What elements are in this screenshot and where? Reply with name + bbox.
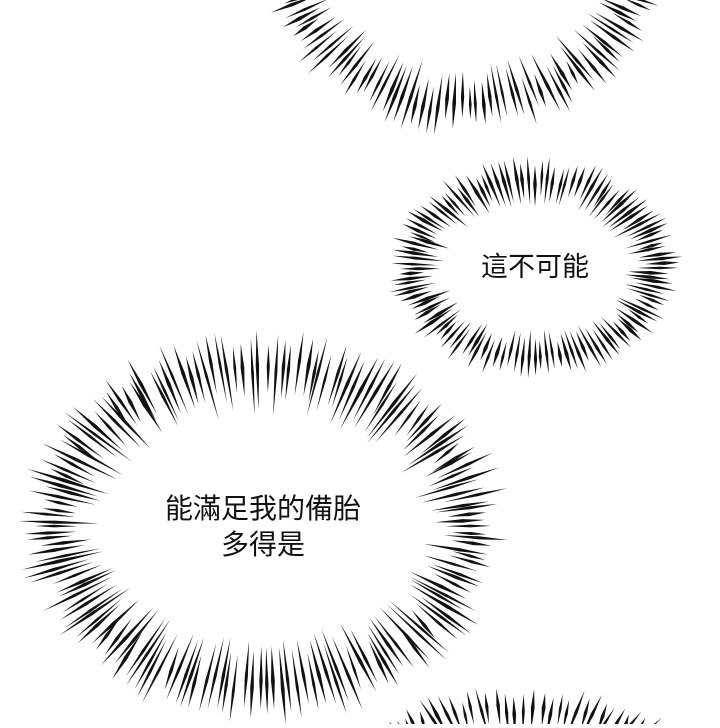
- burst-top-partial: [270, 0, 659, 135]
- speech-bubble-text-large: 能滿足我的備胎 多得是: [165, 491, 361, 564]
- speech-bubble-text-middle: 這不可能: [481, 250, 589, 285]
- burst-bottom-partial: [380, 688, 662, 728]
- bubble-line: 多得是: [220, 528, 305, 561]
- burst-middle: [389, 156, 683, 379]
- bubble-line: 能滿足我的備胎: [164, 491, 361, 525]
- burst-large: [18, 330, 508, 724]
- bubble-line: 這不可能: [481, 252, 589, 284]
